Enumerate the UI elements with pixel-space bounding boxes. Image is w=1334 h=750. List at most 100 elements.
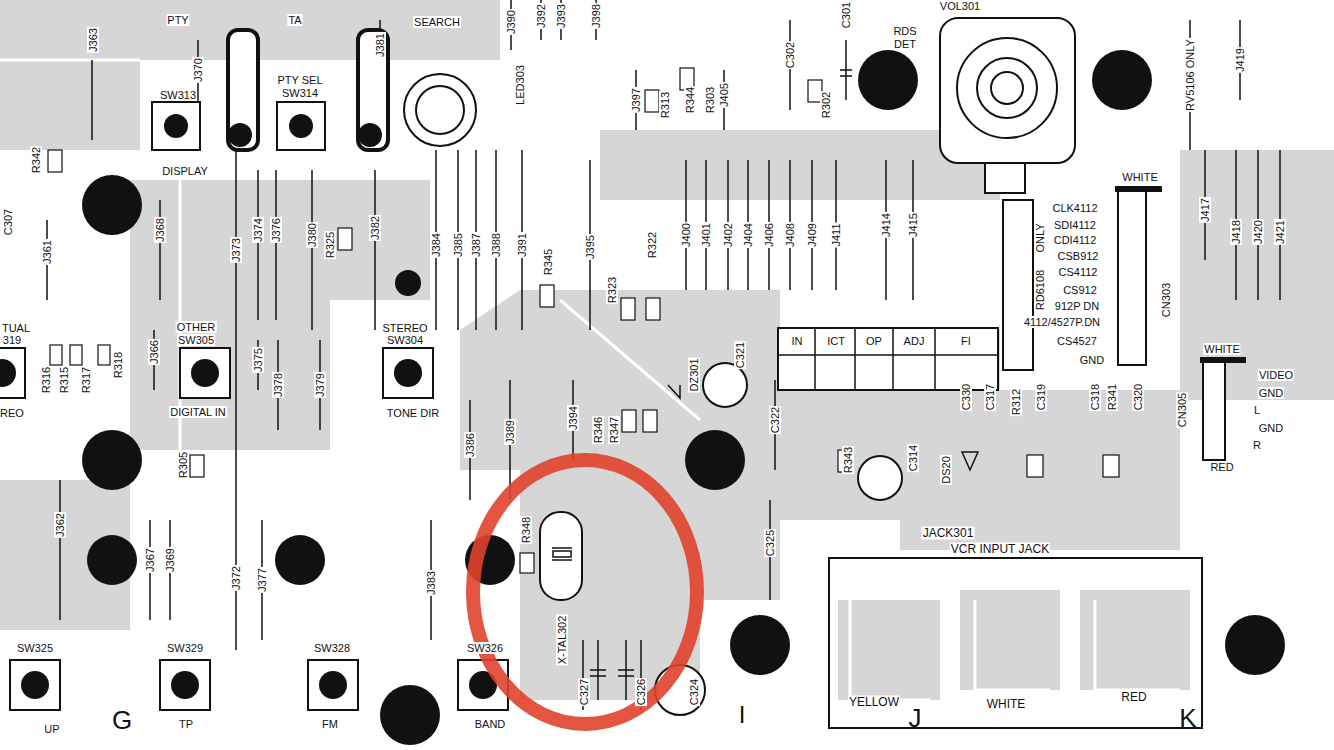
part-label-vertical: J373 (230, 237, 242, 263)
part-label-vertical: R344 (684, 86, 696, 114)
part-label-vertical: J420 (1252, 219, 1264, 245)
part-label: TA (287, 14, 302, 26)
part-label-vertical: J418 (1230, 219, 1242, 245)
part-label: GND (1258, 387, 1284, 399)
part-label: 912P DN (1054, 300, 1100, 312)
part-label-vertical: C307 (2, 208, 14, 236)
part-label: TP (178, 718, 194, 730)
part-label: TONE DIR (386, 407, 440, 419)
part-label-vertical: C320 (1132, 383, 1144, 411)
part-label-vertical: C325 (764, 529, 776, 557)
part-label-vertical: J417 (1199, 197, 1211, 223)
part-label-vertical: J361 (41, 239, 53, 265)
part-label: 319 (2, 334, 22, 346)
part-label-vertical: R325 (324, 231, 336, 259)
part-label: STEREO (381, 322, 428, 334)
part-label-vertical: C324 (688, 678, 700, 706)
part-label-vertical: J378 (272, 372, 284, 398)
part-label-vertical: C330 (960, 383, 972, 411)
part-label-vertical: R341 (1106, 383, 1118, 411)
part-label-vertical: J368 (154, 217, 166, 243)
jack-color-label: RED (1120, 691, 1147, 704)
part-label-vertical: J406 (763, 222, 775, 248)
part-label: RDS DET (889, 25, 921, 51)
part-label-vertical: ONLY (1034, 222, 1046, 253)
part-label-vertical: DS20 (940, 455, 952, 485)
part-label-vertical: R347 (608, 416, 620, 444)
part-label: CS912 (1062, 284, 1098, 296)
part-label-vertical: CN305 (1176, 392, 1188, 428)
jack-heading: VCR INPUT JACK (950, 543, 1050, 556)
highlight-circle (473, 460, 697, 724)
part-label-vertical: R316 (40, 366, 52, 394)
jack-color-label: YELLOW (848, 696, 900, 709)
part-label-vertical: J415 (907, 212, 919, 238)
part-label-vertical: J421 (1274, 219, 1286, 245)
part-label-vertical: R343 (842, 446, 854, 474)
part-label-vertical: R322 (646, 231, 658, 259)
part-label-vertical: J381 (374, 32, 386, 58)
part-label: RED (1209, 461, 1234, 473)
part-label-vertical: J389 (504, 419, 516, 445)
part-label-vertical: R317 (80, 366, 92, 394)
part-label-vertical: J392 (535, 3, 547, 29)
part-label-vertical: J369 (164, 547, 176, 573)
jack-heading: JACK301 (922, 527, 975, 540)
part-label-vertical: J398 (590, 3, 602, 29)
part-label: PTY (166, 14, 189, 26)
part-label-vertical: R323 (606, 276, 618, 304)
part-label: GND (1258, 422, 1284, 434)
part-label: SDI4112 (1053, 219, 1097, 231)
part-label-vertical: J362 (54, 512, 66, 538)
part-label-vertical: J375 (252, 347, 264, 373)
part-label-vertical: J372 (230, 565, 242, 591)
part-label: G (111, 706, 133, 734)
part-label: GND (1079, 354, 1105, 366)
part-label-vertical: J379 (314, 372, 326, 398)
part-label-vertical: J391 (516, 232, 528, 258)
part-label-vertical: J382 (369, 215, 381, 241)
part-label: SW325 (16, 642, 54, 654)
part-label-vertical: J388 (490, 232, 502, 258)
part-label-vertical: J390 (505, 9, 517, 35)
part-label: SEARCH (413, 16, 461, 28)
part-label-vertical: J419 (1234, 47, 1246, 73)
part-label-vertical: J393 (555, 3, 567, 29)
part-label: 4112/4527P.DN (1023, 316, 1101, 328)
part-label: VIDEO (1258, 369, 1294, 381)
part-label: SW326 (466, 642, 504, 654)
part-label-vertical: C302 (784, 41, 796, 69)
part-label-vertical: C319 (1035, 383, 1047, 411)
part-label: OP (865, 335, 883, 347)
part-label-vertical: C321 (734, 341, 746, 369)
part-label-vertical: C301 (840, 1, 852, 29)
part-label: CS4527 (1056, 335, 1098, 347)
part-label-vertical: J376 (270, 217, 282, 243)
part-label-vertical: R312 (1010, 388, 1022, 416)
part-label-vertical: J404 (742, 222, 754, 248)
part-label: CSB912 (1057, 250, 1100, 262)
part-label: R (1252, 439, 1262, 451)
part-label-vertical: DZ301 (688, 357, 700, 392)
part-label-vertical: RV5106 ONLY (1184, 38, 1196, 112)
part-label: SW305 (177, 334, 215, 346)
part-label: CDI4112 (1053, 234, 1098, 246)
part-label-vertical: C326 (635, 678, 647, 706)
part-label: ICT (826, 335, 846, 347)
part-label-vertical: J400 (680, 222, 692, 248)
part-label-vertical: J405 (718, 82, 730, 108)
part-label-vertical: R346 (592, 416, 604, 444)
part-label-vertical: R345 (542, 248, 554, 276)
part-label-vertical: J377 (256, 567, 268, 593)
part-label-vertical: C322 (769, 406, 781, 434)
part-label: PTY SEL (276, 74, 323, 86)
part-label: CLK4112 (1051, 202, 1098, 214)
part-label: TUAL (1, 322, 31, 334)
part-label-vertical: J402 (722, 222, 734, 248)
jack-outline: JACK301VCR INPUT JACKYELLOWWHITERED (828, 557, 1203, 729)
part-label: OTHER (176, 321, 217, 333)
part-label-vertical: J366 (148, 339, 160, 365)
part-label: SW329 (166, 642, 204, 654)
part-label: SW313 (159, 89, 197, 101)
